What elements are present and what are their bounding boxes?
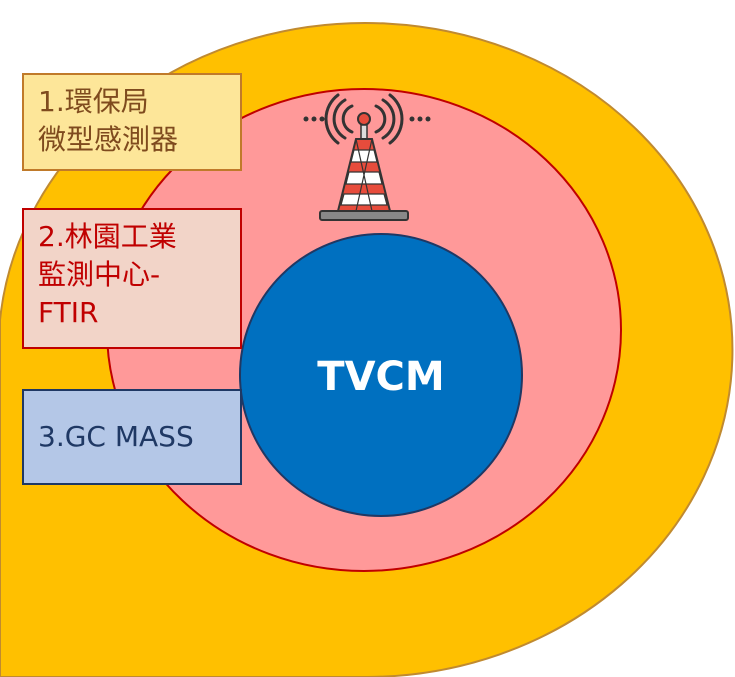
label-2-line-2: 監測中心-	[38, 258, 161, 291]
label-1-line-2: 微型感測器	[38, 123, 179, 156]
label-box-2: 2.林園工業 監測中心- FTIR	[22, 208, 242, 349]
label-3-line-1: 3.GC MASS	[38, 420, 194, 453]
label-box-1: 1.環保局 微型感測器	[22, 73, 242, 171]
radio-tower-icon	[303, 93, 431, 221]
label-2-line-3: FTIR	[38, 296, 99, 329]
label-2-line-1: 2.林園工業	[38, 220, 177, 253]
center-label: TVCM	[317, 354, 445, 400]
label-box-3: 3.GC MASS	[22, 389, 242, 485]
label-1-line-1: 1.環保局	[38, 85, 149, 118]
inner-layer	[239, 233, 523, 517]
